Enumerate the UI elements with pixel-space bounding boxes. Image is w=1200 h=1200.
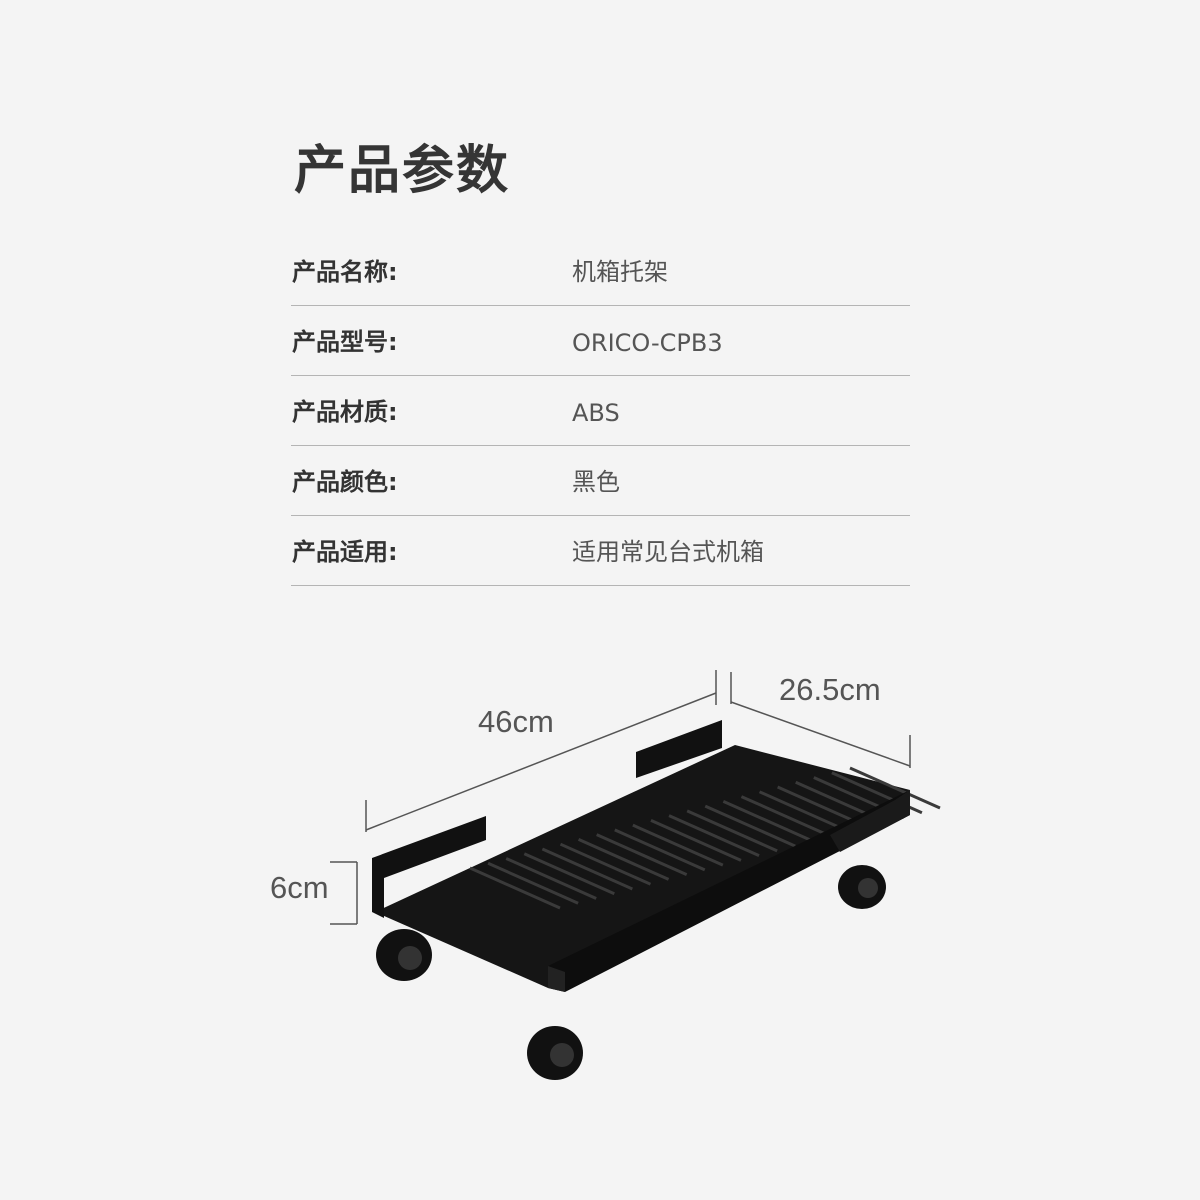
spec-row-name: 产品名称: 机箱托架 [291,235,910,306]
dimension-lines [330,670,911,925]
caster-wheel [527,1026,583,1080]
spec-row-model: 产品型号: ORICO-CPB3 [291,305,910,376]
height-dimension: 6cm [270,870,329,905]
spec-label: 产品型号: [292,328,398,356]
spec-label: 产品适用: [292,538,398,566]
spec-value: 黑色 [572,468,620,496]
length-dimension: 46cm [478,704,554,739]
tray-slat [632,823,724,867]
tray-slat [523,852,615,896]
caster-wheel [838,865,886,909]
tray-slat [686,809,778,853]
spec-label: 产品颜色: [292,468,398,496]
tray-slat [849,766,941,810]
tray-slat [505,857,597,900]
tray-slat [577,838,670,881]
tray-slat [596,833,688,877]
page-title: 产品参数 [294,141,511,201]
spec-value: ABS [572,399,620,427]
tray-slat [487,861,579,905]
tray-slat [704,804,796,848]
spec-label: 产品材质: [292,398,398,426]
spec-value: 适用常见台式机箱 [572,538,764,566]
spec-value: ORICO-CPB3 [572,329,723,357]
spec-value: 机箱托架 [572,258,668,286]
width-dimension: 26.5cm [779,672,881,707]
tray-slat [758,790,851,834]
tray-slat [650,819,742,862]
spec-row-usage: 产品适用: 适用常见台式机箱 [291,515,910,586]
spec-row-material: 产品材质: ABS [291,375,910,446]
caster-wheel [376,929,432,981]
tray-slat [469,866,561,910]
tray-slat [614,828,706,872]
spec-label: 产品名称: [292,258,398,286]
tray-slat [740,795,833,838]
tray-slat [722,799,814,843]
tray-slat [668,814,760,857]
spec-row-color: 产品颜色: 黑色 [291,445,910,516]
tray-slat [559,842,652,886]
tray-illustration [372,720,941,1080]
tray-slat [541,847,633,891]
